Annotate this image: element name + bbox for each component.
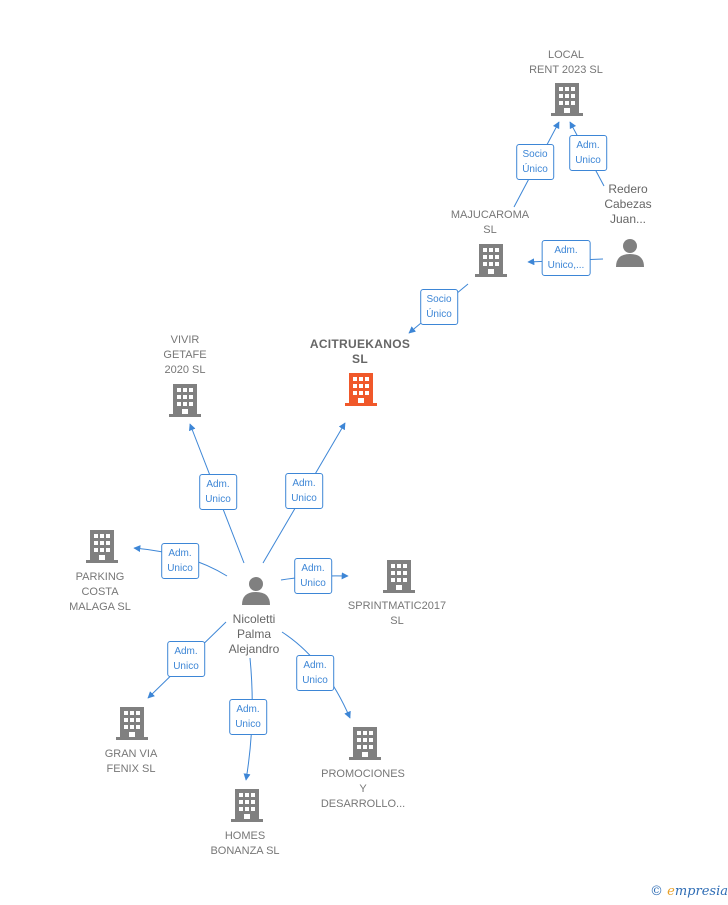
local-rent-label[interactable]: LOCAL RENT 2023 SL bbox=[529, 49, 603, 76]
edge-label-nicoletti-parking: Adm. Unico bbox=[161, 543, 199, 579]
edge-label-nicoletti-acitruekanos: Adm. Unico bbox=[285, 473, 323, 509]
edge-label-majucaroma-local: Socio Único bbox=[516, 144, 554, 180]
edge-label-redero-majucaroma: Adm. Unico,... bbox=[541, 240, 591, 276]
acitruekanos-building-icon[interactable] bbox=[345, 373, 377, 406]
majucaroma-building-icon[interactable] bbox=[475, 244, 507, 277]
parking-building-icon[interactable] bbox=[86, 530, 118, 563]
homes-label[interactable]: HOMES BONANZA SL bbox=[210, 830, 280, 857]
edge-label-nicoletti-vivir: Adm. Unico bbox=[199, 474, 237, 510]
redero-person-icon[interactable] bbox=[616, 239, 644, 267]
edge-label-nicoletti-promociones: Adm. Unico bbox=[296, 655, 334, 691]
homes-building-icon[interactable] bbox=[231, 789, 263, 822]
edge-label-nicoletti-granvia: Adm. Unico bbox=[167, 641, 205, 677]
local-rent-building-icon[interactable] bbox=[551, 83, 583, 116]
gran-via-building-icon[interactable] bbox=[116, 707, 148, 740]
sprintmatic-label[interactable]: SPRINTMATIC2017 SL bbox=[347, 600, 447, 627]
nicoletti-label[interactable]: Nicoletti Palma Alejandro bbox=[228, 612, 280, 656]
promociones-building-icon[interactable] bbox=[349, 727, 381, 760]
majucaroma-label[interactable]: MAJUCAROMA SL bbox=[450, 209, 530, 236]
acitruekanos-label[interactable]: ACITRUEKANOS SL bbox=[309, 337, 411, 366]
promociones-label[interactable]: PROMOCIONES Y DESARROLLO... bbox=[320, 768, 406, 810]
vivir-getafe-building-icon[interactable] bbox=[169, 384, 201, 417]
redero-label[interactable]: Redero Cabezas Juan... bbox=[604, 182, 652, 226]
vivir-getafe-label[interactable]: VIVIR GETAFE 2020 SL bbox=[163, 334, 207, 376]
edge-label-majucaroma-acitruekanos: Socio Único bbox=[420, 289, 458, 325]
gran-via-label[interactable]: GRAN VIA FENIX SL bbox=[104, 748, 158, 775]
edge-label-nicoletti-sprint: Adm. Unico bbox=[294, 558, 332, 594]
edge-label-nicoletti-homes: Adm. Unico bbox=[229, 699, 267, 735]
sprintmatic-building-icon[interactable] bbox=[383, 560, 415, 593]
copyright-icon: © bbox=[650, 884, 663, 899]
edge-label-redero-local: Adm. Unico bbox=[569, 135, 607, 171]
empresia-logo[interactable]: © empresia bbox=[650, 884, 728, 899]
parking-label[interactable]: PARKING COSTA MALAGA SL bbox=[69, 571, 131, 613]
nicoletti-person-icon[interactable] bbox=[242, 577, 270, 605]
